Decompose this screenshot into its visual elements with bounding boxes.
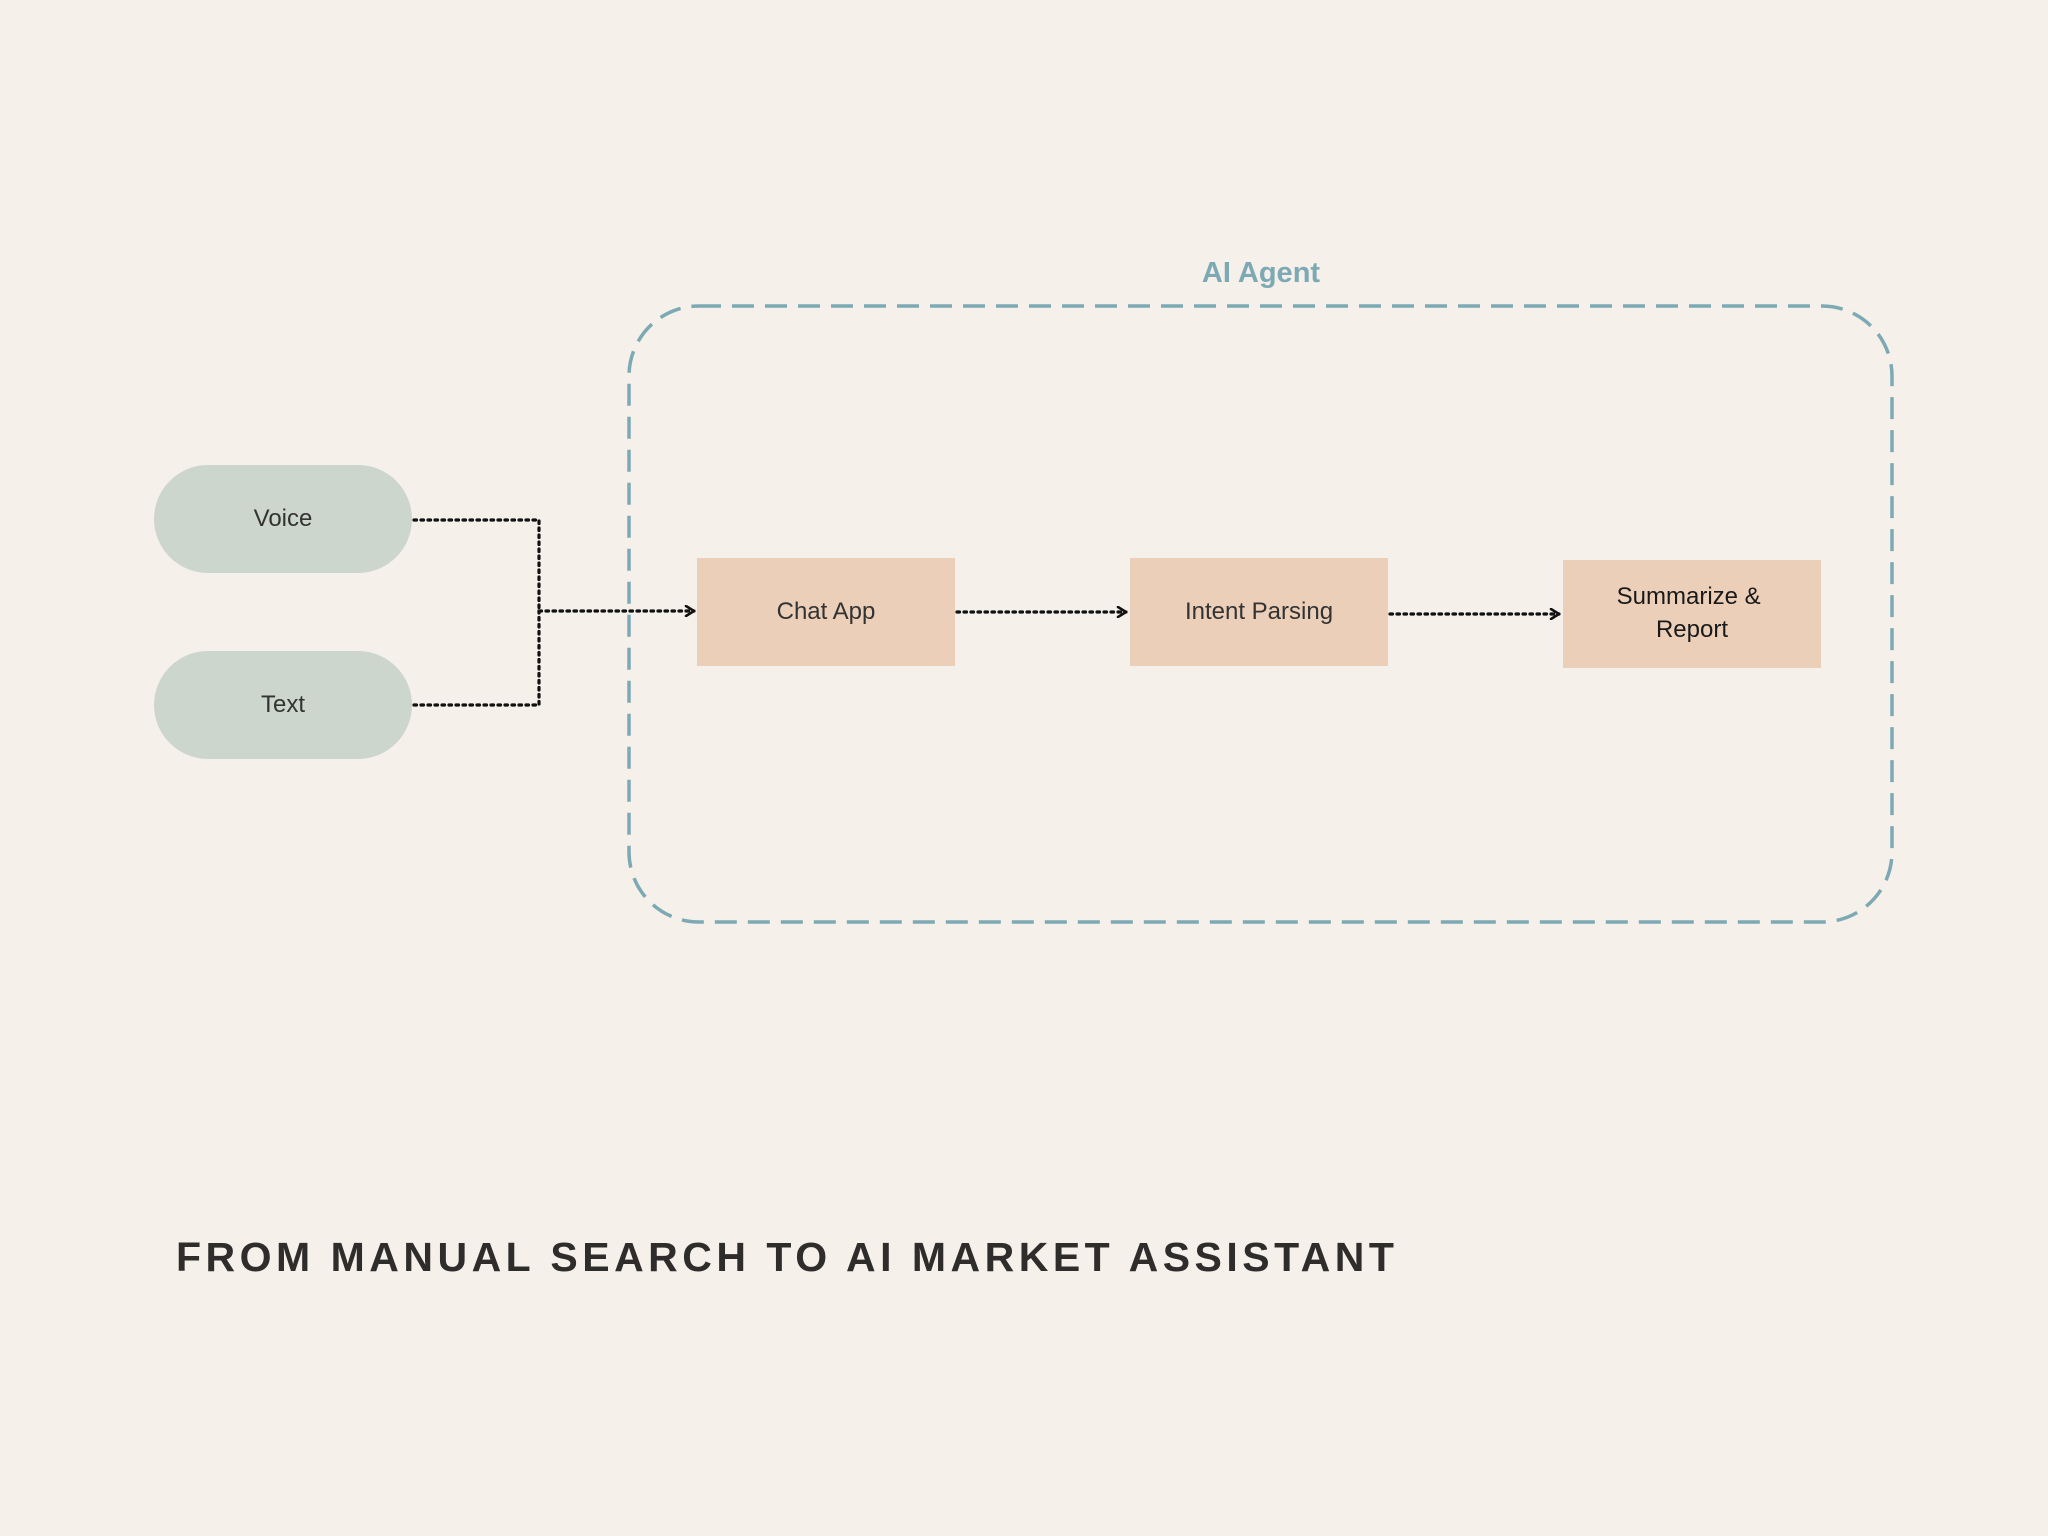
text-input-pill	[154, 651, 412, 759]
chat-app-label: Chat App	[777, 598, 876, 625]
summarize-report-line-1: Summarize &	[1617, 583, 1761, 610]
text-input-label: Text	[261, 691, 305, 718]
summarize-report-line-2: Report	[1656, 616, 1728, 643]
intent-parsing-box	[1130, 558, 1388, 666]
chat-app-box	[697, 558, 955, 666]
summarize-report-label: Summarize & Report	[1617, 583, 1768, 643]
text-connector	[412, 609, 541, 707]
ai-agent-label: AI Agent	[1202, 257, 1320, 289]
intent-parsing-label: Intent Parsing	[1185, 598, 1333, 625]
voice-input-label: Voice	[254, 505, 313, 532]
summarize-report-box	[1563, 560, 1821, 668]
page-title: FROM MANUAL SEARCH TO AI MARKET ASSISTAN…	[176, 1234, 1399, 1280]
voice-connector	[412, 518, 541, 613]
ai-agent-container	[627, 304, 1894, 924]
voice-input-pill	[154, 465, 412, 573]
